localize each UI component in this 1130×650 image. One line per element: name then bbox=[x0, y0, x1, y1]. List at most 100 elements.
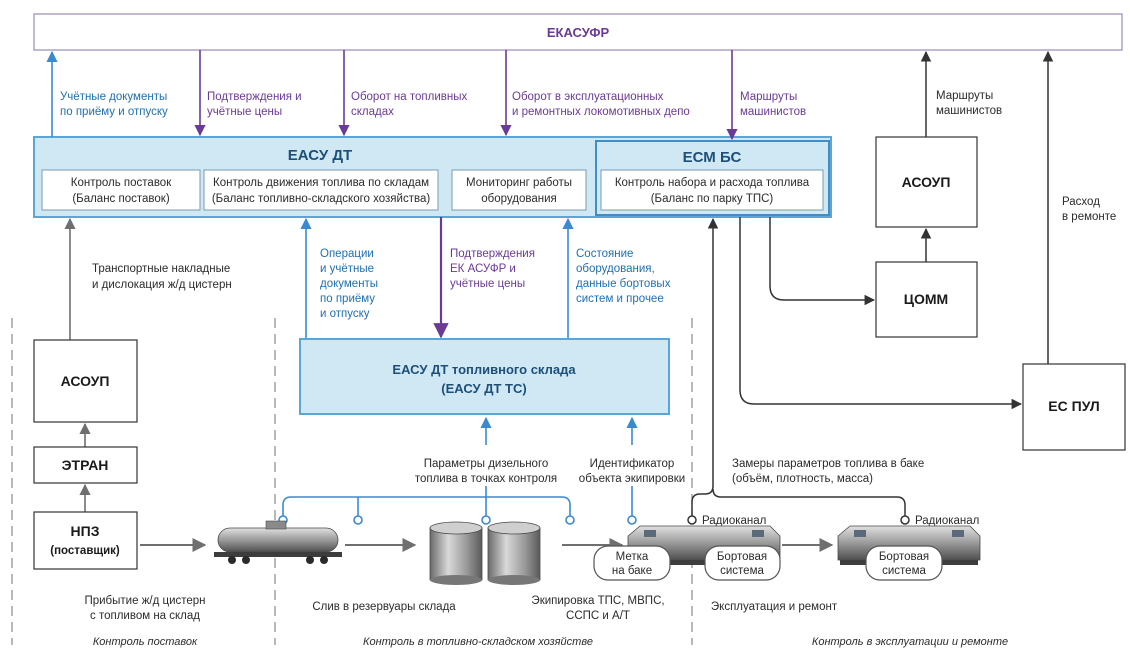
label-conf-l3: учётные цены bbox=[450, 278, 525, 290]
easu-sub-warehouse-l2: (Баланс топливно-складского хозяйства) bbox=[212, 193, 431, 205]
es-pul-label: ЕС ПУЛ bbox=[1048, 398, 1099, 414]
easu-sub-supply bbox=[41, 169, 201, 211]
onboard-box-1 bbox=[704, 545, 781, 581]
label-ops-l3: документы bbox=[320, 278, 378, 290]
label-routes-l1: Маршруты bbox=[740, 91, 797, 103]
arrow-esm-espul bbox=[739, 217, 1023, 410]
radio-point-2 bbox=[900, 515, 910, 525]
easu-dt-title: ЕАСУ ДТ bbox=[288, 147, 352, 164]
label-conf-l1: Подтверждения bbox=[450, 248, 535, 260]
reservoir-icon bbox=[429, 521, 541, 585]
section-warehouse: Контроль в топливно-складском хозяйстве bbox=[363, 636, 593, 648]
easu-sub-monitoring-l1: Мониторинг работы bbox=[466, 177, 572, 189]
label-turnover-l2: складах bbox=[351, 106, 394, 118]
esm-sub-fuel-l2: (Баланс по парку ТПС) bbox=[651, 193, 774, 205]
comm-label: ЦОММ bbox=[904, 291, 948, 307]
onboard-1-label-l1: Бортовая bbox=[717, 551, 767, 563]
label-turnover-l1: Оборот на топливных bbox=[351, 91, 467, 103]
sensor-point-tag bbox=[627, 515, 637, 525]
label-state-l3: данные бортовых bbox=[576, 278, 671, 290]
label-ops-l2: и учётные bbox=[320, 263, 374, 275]
label-routes2-l1: Маршруты bbox=[936, 90, 993, 102]
label-ops-l5: и отпуску bbox=[320, 308, 370, 320]
label-repair-l2: в ремонте bbox=[1062, 211, 1116, 223]
label-arrival-l1: Прибытие ж/д цистерн bbox=[84, 595, 205, 607]
esm-bs-title: ЕСМ БС bbox=[683, 149, 742, 166]
label-params-l2: топлива в точках контроля bbox=[415, 473, 557, 485]
asoup-left-box bbox=[33, 339, 138, 423]
section-operation: Контроль в эксплуатации и ремонте bbox=[812, 636, 1008, 648]
label-state-l4: систем и прочее bbox=[576, 293, 664, 305]
easu-sub-supply-l2: (Баланс поставок) bbox=[72, 193, 169, 205]
label-depot-l2: и ремонтных локомотивных депо bbox=[512, 106, 690, 118]
sensor-point-2 bbox=[353, 515, 363, 525]
etran-label: ЭТРАН bbox=[62, 457, 109, 473]
label-arrival-l2: с топливом на склад bbox=[90, 610, 200, 622]
asoup-left-label: АСОУП bbox=[61, 373, 110, 389]
easu-sub-warehouse bbox=[203, 169, 439, 211]
radio-line-1 bbox=[691, 217, 719, 517]
onboard-2-label-l1: Бортовая bbox=[879, 551, 929, 563]
label-confirm-l1: Подтверждения и bbox=[207, 91, 302, 103]
label-equip-l1: Экипировка ТПС, МВПС, bbox=[531, 595, 664, 607]
npz-label-l2: (поставщик) bbox=[50, 545, 120, 557]
label-meas-l2: (объём, плотность, масса) bbox=[732, 473, 873, 485]
label-operation: Эксплуатация и ремонт bbox=[711, 601, 838, 613]
label-state-l1: Состояние bbox=[576, 248, 633, 260]
label-routes-l2: машинистов bbox=[740, 106, 806, 118]
label-radio-2: Радиоканал bbox=[915, 515, 979, 527]
radio-line-2 bbox=[712, 488, 906, 517]
ekasufr-bar bbox=[33, 13, 1123, 51]
label-transport-l2: и дислокация ж/д цистерн bbox=[92, 279, 232, 291]
label-params-l1: Параметры дизельного bbox=[424, 458, 549, 470]
easu-sub-supply-l1: Контроль поставок bbox=[71, 177, 172, 189]
esm-sub-fuel bbox=[600, 169, 824, 211]
label-ident-l1: Идентификатор bbox=[590, 458, 675, 470]
label-state-l2: оборудования, bbox=[576, 263, 655, 275]
label-confirm-l2: учётные цены bbox=[207, 106, 282, 118]
easu-sub-warehouse-l1: Контроль движения топлива по складам bbox=[213, 177, 429, 189]
label-docs-l2: по приёму и отпуску bbox=[60, 106, 168, 118]
asoup-right-label: АСОУП bbox=[902, 174, 951, 190]
npz-label-l1: НПЗ bbox=[71, 523, 100, 539]
easu-ts-box bbox=[299, 338, 670, 415]
label-ident-l2: объекта экипировки bbox=[579, 473, 685, 485]
onboard-1-label-l2: система bbox=[720, 565, 764, 577]
label-repair-l1: Расход bbox=[1062, 196, 1100, 208]
label-equip-l2: ССПС и А/Т bbox=[566, 610, 630, 622]
arrow-esm-comm bbox=[769, 217, 876, 306]
tank-car-icon bbox=[214, 520, 342, 564]
tag-label-l1: Метка bbox=[616, 551, 649, 563]
section-supply: Контроль поставок bbox=[93, 636, 198, 648]
sensor-point-4 bbox=[565, 515, 575, 525]
easu-ts-label-l2: (ЕАСУ ДТ ТС) bbox=[441, 381, 526, 396]
label-conf-l2: ЕК АСУФР и bbox=[450, 263, 516, 275]
label-ops-l1: Операции bbox=[320, 248, 374, 260]
radio-point-1 bbox=[687, 515, 697, 525]
onboard-2-label-l2: система bbox=[882, 565, 926, 577]
ekasufr-title: ЕКАСУФР bbox=[547, 25, 610, 40]
label-depot-l1: Оборот в эксплуатационных bbox=[512, 91, 664, 103]
easu-ts-label-l1: ЕАСУ ДТ топливного склада bbox=[392, 362, 576, 377]
label-transport-l1: Транспортные накладные bbox=[92, 263, 230, 275]
es-pul-box bbox=[1022, 363, 1126, 451]
onboard-box-2 bbox=[865, 545, 943, 581]
npz-box bbox=[33, 511, 138, 570]
label-docs-l1: Учётные документы bbox=[60, 91, 167, 103]
comm-box bbox=[875, 261, 978, 338]
label-meas-l1: Замеры параметров топлива в баке bbox=[732, 458, 924, 470]
easu-sub-monitoring bbox=[451, 169, 587, 211]
label-routes2-l2: машинистов bbox=[936, 105, 1002, 117]
etran-box bbox=[33, 446, 138, 484]
tag-label-l2: на баке bbox=[612, 565, 652, 577]
label-ops-l4: по приёму bbox=[320, 293, 375, 305]
tag-box bbox=[593, 545, 671, 581]
sensor-point-3 bbox=[481, 515, 491, 525]
easu-sub-monitoring-l2: оборудования bbox=[481, 193, 557, 205]
sensor-bus bbox=[282, 496, 571, 517]
label-drain: Слив в резервуары склада bbox=[312, 601, 456, 613]
asoup-right-box bbox=[875, 136, 978, 228]
esm-sub-fuel-l1: Контроль набора и расхода топлива bbox=[615, 177, 810, 189]
